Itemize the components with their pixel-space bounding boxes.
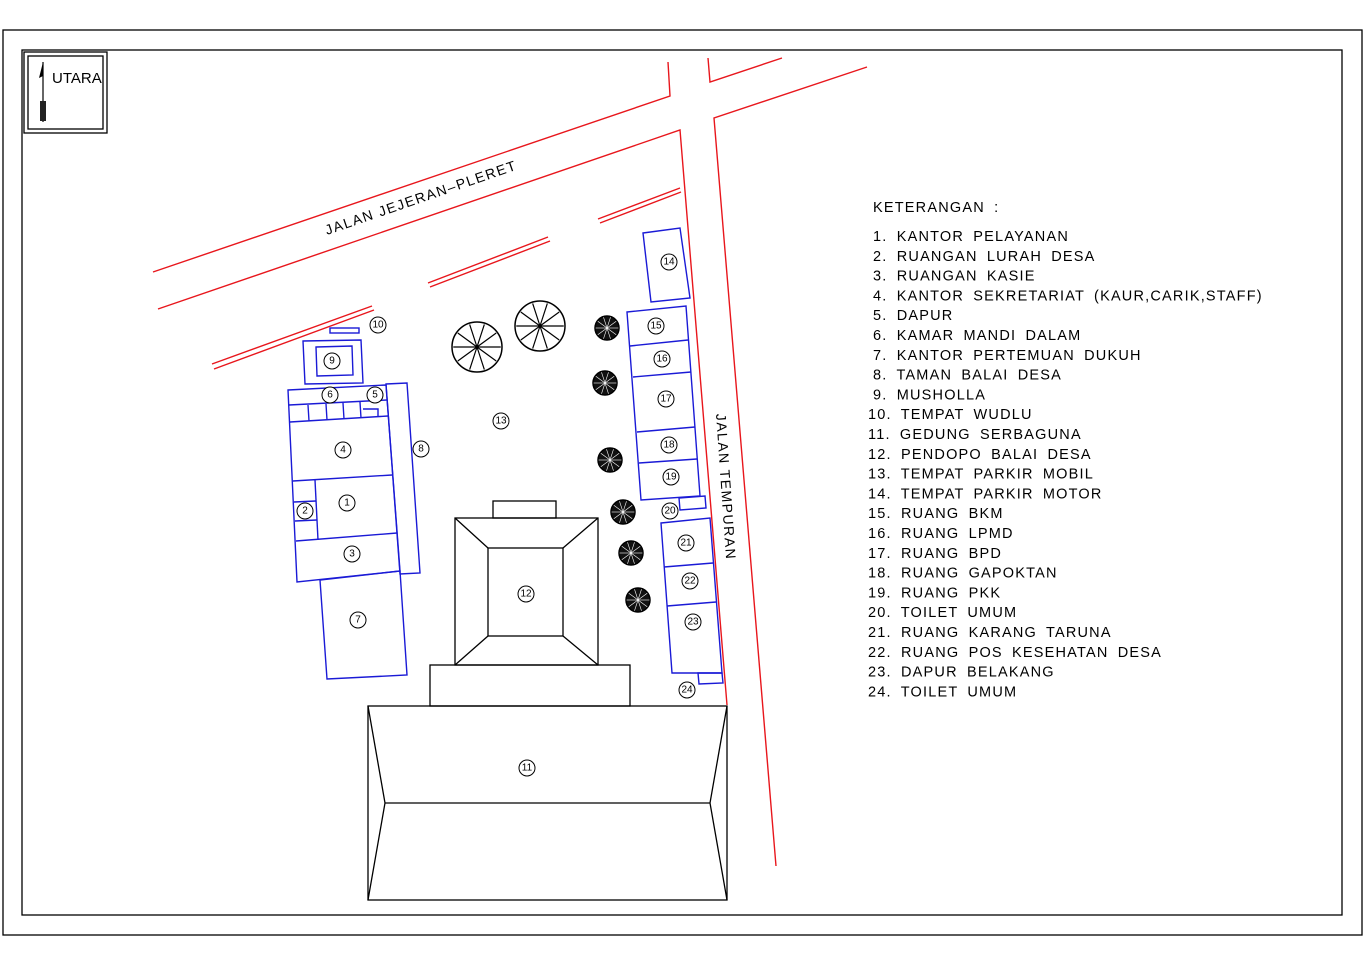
tree-icon (514, 300, 566, 352)
legend-item: 10. TEMPAT WUDLU (868, 407, 1033, 423)
marker-label: 10 (372, 320, 384, 331)
marker-7: 7 (349, 611, 367, 629)
marker-label: 23 (687, 617, 699, 628)
legend-item: 2. RUANGAN LURAH DESA (873, 249, 1096, 265)
marker-3: 3 (343, 545, 361, 563)
marker-10: 10 (369, 316, 387, 334)
legend-title: KETERANGAN : (873, 200, 999, 216)
marker-label: 12 (520, 589, 532, 600)
legend-item: 20. TOILET UMUM (868, 605, 1017, 621)
tree-icon (597, 447, 623, 473)
marker-label: 2 (302, 506, 308, 517)
marker-label: 24 (681, 685, 693, 696)
marker-label: 13 (495, 416, 507, 427)
east-building-cluster (626, 227, 724, 685)
marker-24: 24 (678, 681, 696, 699)
trees (451, 300, 651, 613)
tree-icon (594, 315, 620, 341)
marker-label: 1 (344, 498, 350, 509)
marker-label: 15 (650, 321, 662, 332)
marker-8: 8 (412, 440, 430, 458)
marker-16: 16 (653, 350, 671, 368)
legend-item: 16. RUANG LPMD (868, 526, 1014, 542)
marker-20: 20 (661, 502, 679, 520)
marker-21: 21 (677, 534, 695, 552)
legend-item: 23. DAPUR BELAKANG (868, 665, 1055, 681)
marker-label: 18 (663, 440, 675, 451)
marker-19: 19 (662, 468, 680, 486)
marker-label: 8 (418, 444, 424, 455)
outer-frame (2, 29, 1363, 936)
legend-item: 18. RUANG GAPOKTAN (868, 566, 1058, 582)
marker-label: 14 (663, 257, 675, 268)
office-building-cluster (287, 327, 421, 680)
marker-14: 14 (660, 253, 678, 271)
marker-6: 6 (321, 386, 339, 404)
marker-label: 4 (340, 445, 346, 456)
legend-item: 13. TEMPAT PARKIR MOBIL (868, 467, 1094, 483)
legend-item: 11. GEDUNG SERBAGUNA (868, 427, 1082, 443)
marker-label: 7 (355, 615, 361, 626)
marker-17: 17 (657, 390, 675, 408)
marker-5: 5 (366, 386, 384, 404)
road-label-tempuran: JALAN TEMPURAN (713, 413, 739, 561)
tree-icon (625, 587, 651, 613)
marker-22: 22 (681, 572, 699, 590)
marker-1: 1 (338, 494, 356, 512)
legend-item: 21. RUANG KARANG TARUNA (868, 625, 1112, 641)
roads: JALAN JEJERAN–PLERET JALAN TEMPURAN (152, 57, 868, 867)
tree-icon (592, 370, 618, 396)
marker-12: 12 (517, 585, 535, 603)
north-arrow-box: UTARA (23, 51, 108, 134)
legend-item: 9. MUSHOLLA (873, 387, 986, 403)
legend: KETERANGAN : 1. KANTOR PELAYANAN 2. RUANG… (868, 200, 1263, 700)
marker-label: 22 (684, 576, 696, 587)
marker-label: 17 (660, 394, 672, 405)
tree-icon (618, 540, 644, 566)
marker-label: 16 (656, 354, 668, 365)
legend-item: 3. RUANGAN KASIE (873, 269, 1036, 285)
legend-item: 7. KANTOR PERTEMUAN DUKUH (873, 348, 1142, 364)
legend-item: 15. RUANG BKM (868, 506, 1004, 522)
tree-icon (451, 321, 503, 373)
pendopo-building (429, 500, 631, 707)
legend-item: 6. KAMAR MANDI DALAM (873, 328, 1081, 344)
legend-item: 1. KANTOR PELAYANAN (873, 229, 1069, 245)
legend-item: 22. RUANG POS KESEHATAN DESA (868, 645, 1162, 661)
legend-item: 24. TOILET UMUM (868, 684, 1017, 700)
marker-13: 13 (492, 412, 510, 430)
marker-label: 19 (665, 472, 677, 483)
legend-item: 19. RUANG PKK (868, 585, 1001, 601)
legend-item: 4. KANTOR SEKRETARIAT (KAUR,CARIK,STAFF) (873, 288, 1263, 304)
gedung-serbaguna-building (367, 705, 728, 901)
north-label: UTARA (52, 70, 102, 87)
marker-4: 4 (334, 441, 352, 459)
marker-23: 23 (684, 613, 702, 631)
road-label-jejeran-pleret: JALAN JEJERAN–PLERET (323, 157, 519, 238)
marker-label: 21 (680, 538, 692, 549)
legend-item: 5. DAPUR (873, 308, 953, 324)
marker-2: 2 (296, 502, 314, 520)
marker-18: 18 (660, 436, 678, 454)
marker-label: 9 (329, 356, 335, 367)
legend-item: 17. RUANG BPD (868, 546, 1002, 562)
marker-15: 15 (647, 317, 665, 335)
north-arrow-icon (39, 62, 46, 122)
legend-item: 8. TAMAN BALAI DESA (873, 368, 1062, 384)
marker-label: 5 (372, 390, 378, 401)
tree-icon (610, 499, 636, 525)
legend-item: 12. PENDOPO BALAI DESA (868, 447, 1092, 463)
marker-label: 6 (327, 390, 333, 401)
marker-label: 20 (664, 506, 676, 517)
marker-label: 3 (349, 549, 355, 560)
legend-item: 14. TEMPAT PARKIR MOTOR (868, 486, 1103, 502)
marker-label: 11 (522, 763, 533, 774)
inner-frame (21, 49, 1343, 916)
marker-11: 11 (518, 759, 536, 777)
marker-9: 9 (323, 352, 341, 370)
